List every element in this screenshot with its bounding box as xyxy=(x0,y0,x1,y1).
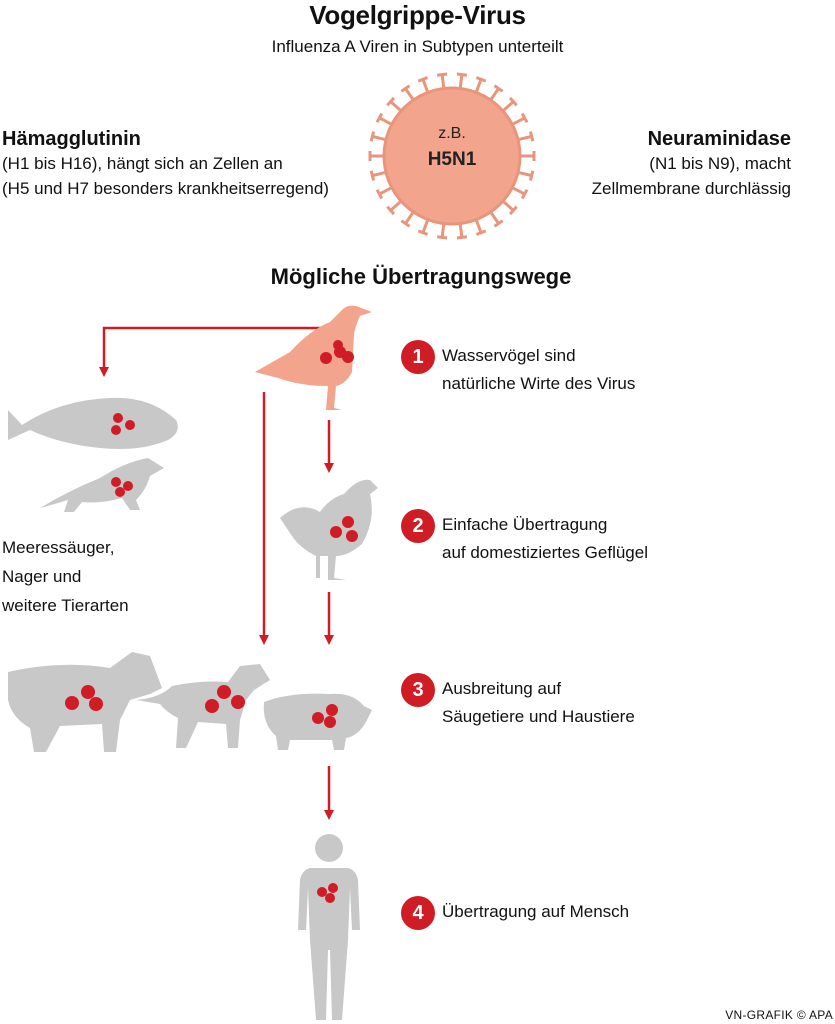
virus-spike xyxy=(474,78,483,93)
virus-spike xyxy=(458,74,464,89)
chicken-icon xyxy=(280,479,378,580)
virus-spike xyxy=(517,134,532,142)
virus-spike xyxy=(474,219,483,234)
virus-spike xyxy=(389,199,403,212)
virus-spike xyxy=(421,78,430,93)
virus-spike xyxy=(489,87,500,101)
step-2: 2 Einfache Übertragung auf domestizierte… xyxy=(401,509,721,569)
credit-text: VN-GRAFIK © APA xyxy=(725,1008,833,1022)
virus-spike-tip xyxy=(456,72,468,77)
haemagglutinin-title: Hämagglutinin xyxy=(2,128,141,150)
pig-icon xyxy=(263,693,372,750)
step-text-3: Ausbreitung auf Säugetiere und Haustiere xyxy=(442,679,635,726)
page-title: Vogelgrippe-Virus xyxy=(309,0,526,30)
virus-spike xyxy=(421,219,430,234)
virus-spike-tip xyxy=(369,170,376,181)
human-icon xyxy=(298,834,360,1020)
step-text-2: Einfache Übertragung auf domestiziertes … xyxy=(442,515,648,562)
virus-subtype: H5N1 xyxy=(428,149,477,170)
step-1: 1 Wasservögel sind natürliche Wirte des … xyxy=(401,340,721,400)
virus-spike xyxy=(440,74,446,89)
haemagglutinin-line2: (H5 und H7 besonders krankheitserregend) xyxy=(2,179,329,198)
virus-prefix: z.B. xyxy=(438,125,466,142)
virus-spike xyxy=(517,170,532,178)
page-subtitle: Influenza A Viren in Subtypen unterteilt xyxy=(271,37,564,56)
virus-spike xyxy=(404,87,415,101)
neuraminidase-info: Neuraminidase (N1 bis N9), macht Zellmem… xyxy=(461,128,791,201)
step-number-1: 1 xyxy=(401,340,435,374)
dog-icon xyxy=(136,664,270,748)
virus-spike xyxy=(404,211,415,225)
virus-spike xyxy=(501,199,515,212)
seal-icon xyxy=(8,397,178,449)
virus-spike xyxy=(458,223,464,238)
virus-spike xyxy=(378,186,393,196)
step-3: 3 Ausbreitung auf Säugetiere und Haustie… xyxy=(401,673,721,733)
virus-spike xyxy=(372,134,387,142)
virus-spike xyxy=(389,100,403,113)
virus-spike xyxy=(372,170,387,178)
step-number-2: 2 xyxy=(401,509,435,543)
virus-spike xyxy=(378,116,393,126)
cow-icon xyxy=(8,652,162,752)
arrow-to-marine xyxy=(99,326,322,377)
seagull-icon xyxy=(255,305,372,410)
weasel-icon xyxy=(40,458,164,512)
virus-icon xyxy=(368,72,536,240)
step-text-4: Übertragung auf Mensch xyxy=(442,902,630,921)
virus-spike xyxy=(511,186,526,196)
step-number-4: 4 xyxy=(401,896,435,930)
neuraminidase-title: Neuraminidase xyxy=(647,128,791,150)
section-title: Mögliche Übertragungswege xyxy=(270,264,572,289)
step-number-3: 3 xyxy=(401,673,435,707)
marine-mammals-label: Meeressäuger, Nager und weitere Tierarte… xyxy=(2,538,129,615)
neuraminidase-line1: (N1 bis N9), macht xyxy=(649,154,791,173)
virus-spike xyxy=(501,100,515,113)
arrows xyxy=(99,326,334,820)
virus-spike xyxy=(511,116,526,126)
virus-spike-tip xyxy=(436,72,448,77)
virus-spike-tip xyxy=(436,235,448,240)
virus-spike-tip xyxy=(456,235,468,240)
step-4: 4 Übertragung auf Mensch xyxy=(401,896,721,956)
virus-spike xyxy=(440,223,446,238)
virus-spike-tip xyxy=(369,131,376,142)
virus-spike xyxy=(489,211,500,225)
haemagglutinin-info: Hämagglutinin (H1 bis H16), hängt sich a… xyxy=(2,128,372,201)
step-text-1: Wasservögel sind natürliche Wirte des Vi… xyxy=(442,346,636,393)
haemagglutinin-line1: (H1 bis H16), hängt sich an Zellen an xyxy=(2,154,283,173)
neuraminidase-line2: Zellmembrane durchlässig xyxy=(591,179,791,198)
